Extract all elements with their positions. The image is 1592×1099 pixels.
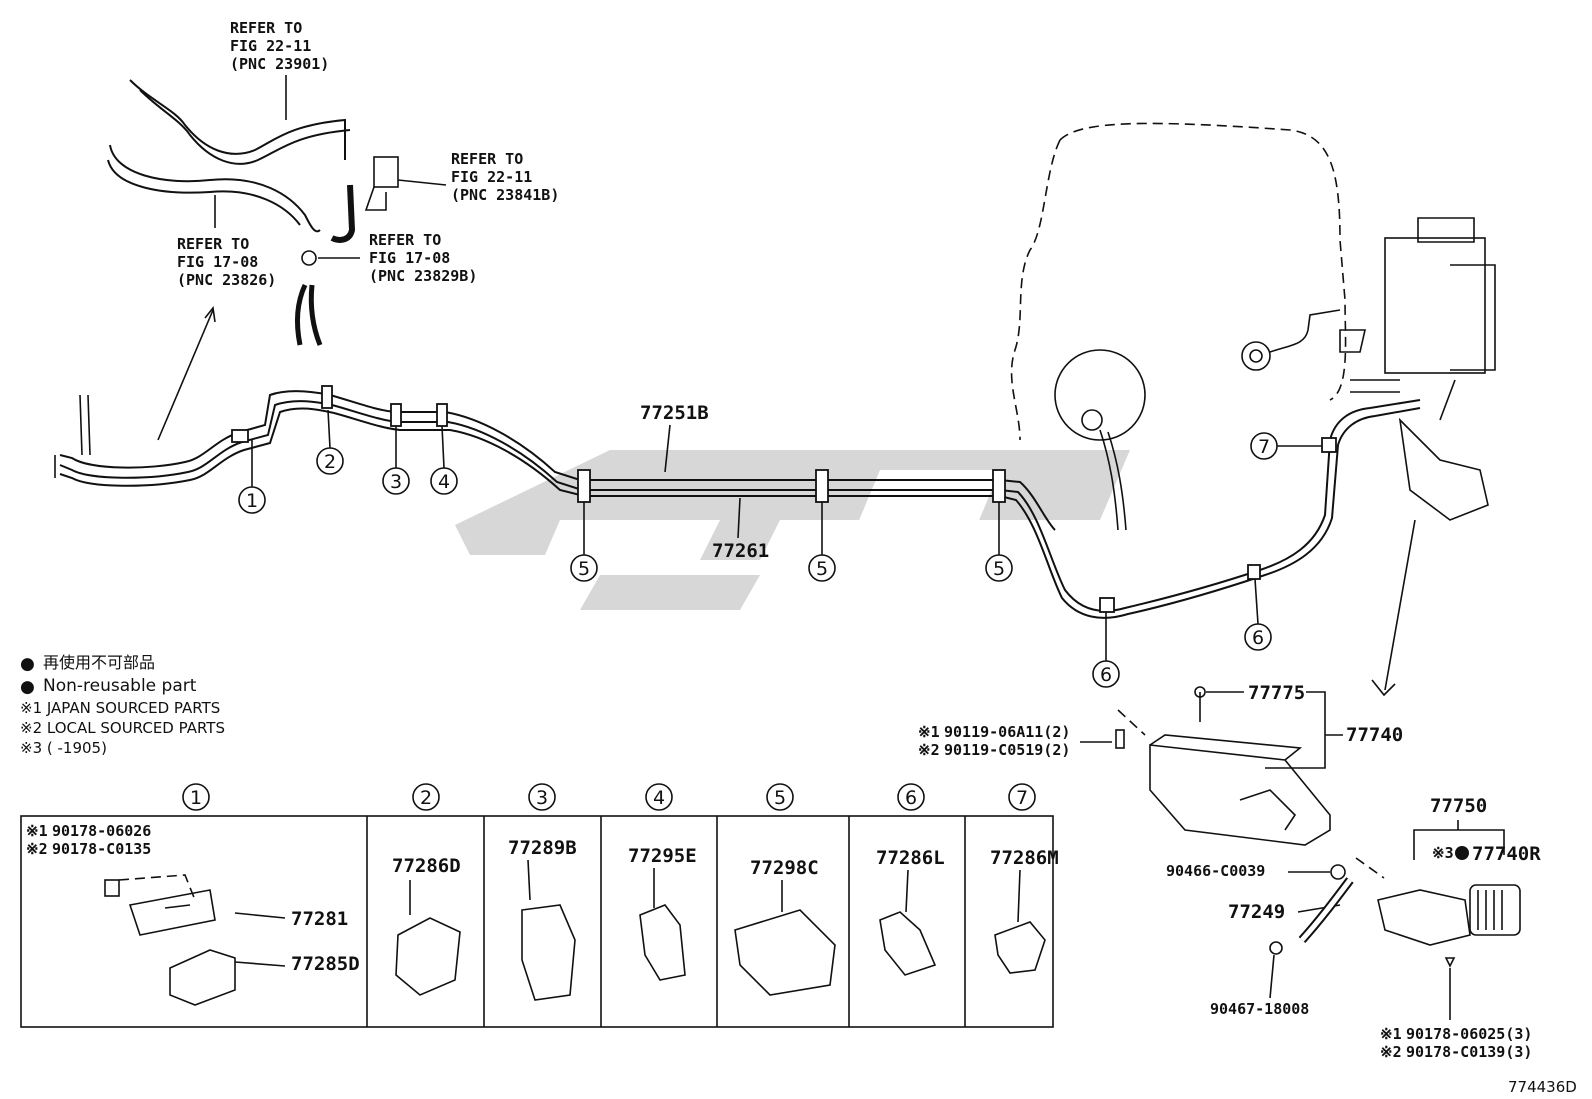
part-number-labels: 77251B 77261 77775 77740 77750 ※3 77740R… [640,402,1541,1061]
table-c1-b: 90178-C0135 [52,840,151,858]
ref1-line3: (PNC 23901) [230,55,329,73]
ref4-line3: (PNC 23829B) [369,267,477,285]
table-header-numbers: 1 2 3 4 5 6 7 [190,787,1028,809]
callout-2: 2 [324,451,336,473]
legend-jp: 再使用不可部品 [43,653,155,672]
legend: ● 再使用不可部品 ● Non-reusable part ※1 JAPAN S… [20,653,225,757]
legend-en: Non-reusable part [43,676,197,696]
legend-note-2: ※2 LOCAL SOURCED PARTS [20,719,225,737]
fuel-tank-outline [1010,122,1347,531]
callout-4: 4 [438,471,450,493]
ref2-line1: REFER TO [451,150,523,168]
marker-3: ※3 [1432,844,1454,862]
table-c1-77285D: 77285D [291,953,360,975]
callout-1: 1 [246,490,258,512]
part-77750: 77750 [1430,795,1487,817]
table-c1-77281: 77281 [291,908,348,930]
part-77251B: 77251B [640,402,709,424]
part-77261: 77261 [712,540,769,562]
callout-6: 6 [1100,664,1112,686]
callout-5: 5 [578,558,590,580]
ref1-line2: FIG 22-11 [230,37,311,55]
vapor-hose-assembly [107,79,399,346]
part-bolt-2: 90119-C0519(2) [944,741,1070,759]
ref2-line3: (PNC 23841B) [451,186,559,204]
table-c5: 77298C [750,857,819,879]
ref3-line3: (PNC 23826) [177,271,276,289]
ref-leaders [157,75,447,441]
part-90466-C0039: 90466-C0039 [1166,862,1265,880]
table-col-3: 3 [536,787,548,809]
callout-5: 5 [993,558,1005,580]
part-77775: 77775 [1248,682,1305,704]
table-part-sketches [104,859,1046,1006]
part-bolt-1: 90119-06A11(2) [944,723,1070,741]
refer-to-labels: REFER TO FIG 22-11 (PNC 23901) REFER TO … [177,19,559,289]
table-col-7: 7 [1016,787,1028,809]
part-77249: 77249 [1228,901,1285,923]
legend-note-3: ※3 ( -1905) [20,739,107,757]
part-77740: 77740 [1346,724,1403,746]
callout-3: 3 [390,471,402,493]
table-col-6: 6 [905,787,917,809]
table-col-4: 4 [653,787,665,809]
ref3-line1: REFER TO [177,235,249,253]
table-c2: 77286D [392,855,461,877]
figure-id: 774436D [1508,1078,1577,1096]
callout-5: 5 [816,558,828,580]
ref4-line1: REFER TO [369,231,441,249]
part-77740R: 77740R [1472,843,1541,865]
legend-bullet-2: ● [20,677,35,697]
ref1-line1: REFER TO [230,19,302,37]
canister-detail [1115,686,1521,968]
table-col-2: 2 [420,787,432,809]
callout-numbers: 1 2 3 4 5 5 5 6 6 7 [246,436,1270,686]
clamp-table [20,783,1054,1028]
marker-2-bolt: ※2 [918,741,940,759]
watermark-logo [455,450,1130,610]
ref3-line2: FIG 17-08 [177,253,258,271]
table-contents: ※1 90178-06026 ※2 90178-C0135 77281 7728… [26,822,1059,975]
marker-1-bolt: ※1 [918,723,940,741]
non-reusable-dot [1455,846,1469,860]
marker-2-clip: ※2 [1380,1043,1402,1061]
table-col-5: 5 [774,787,786,809]
ref2-line2: FIG 22-11 [451,168,532,186]
legend-note-1: ※1 JAPAN SOURCED PARTS [20,699,220,717]
ref4-line2: FIG 17-08 [369,249,450,267]
table-c3: 77289B [508,837,577,859]
part-90467-18008: 90467-18008 [1210,1000,1309,1018]
legend-bullet-1: ● [20,654,35,674]
canister-assembly [1241,217,1496,521]
canister-arrow [1371,519,1416,697]
callout-6: 6 [1252,627,1264,649]
table-col-1: 1 [190,787,202,809]
table-marker-2: ※2 [26,840,48,858]
table-c4: 77295E [628,845,697,867]
callout-7: 7 [1258,436,1270,458]
part-clip-2: 90178-C0139(3) [1406,1043,1532,1061]
callout-markers [238,409,1322,688]
marker-1-clip: ※1 [1380,1025,1402,1043]
part-clip-1: 90178-06025(3) [1406,1025,1532,1043]
table-c7: 77286M [990,847,1059,869]
table-marker-1: ※1 [26,822,48,840]
table-c1-a: 90178-06026 [52,822,151,840]
table-c6: 77286L [876,847,945,869]
